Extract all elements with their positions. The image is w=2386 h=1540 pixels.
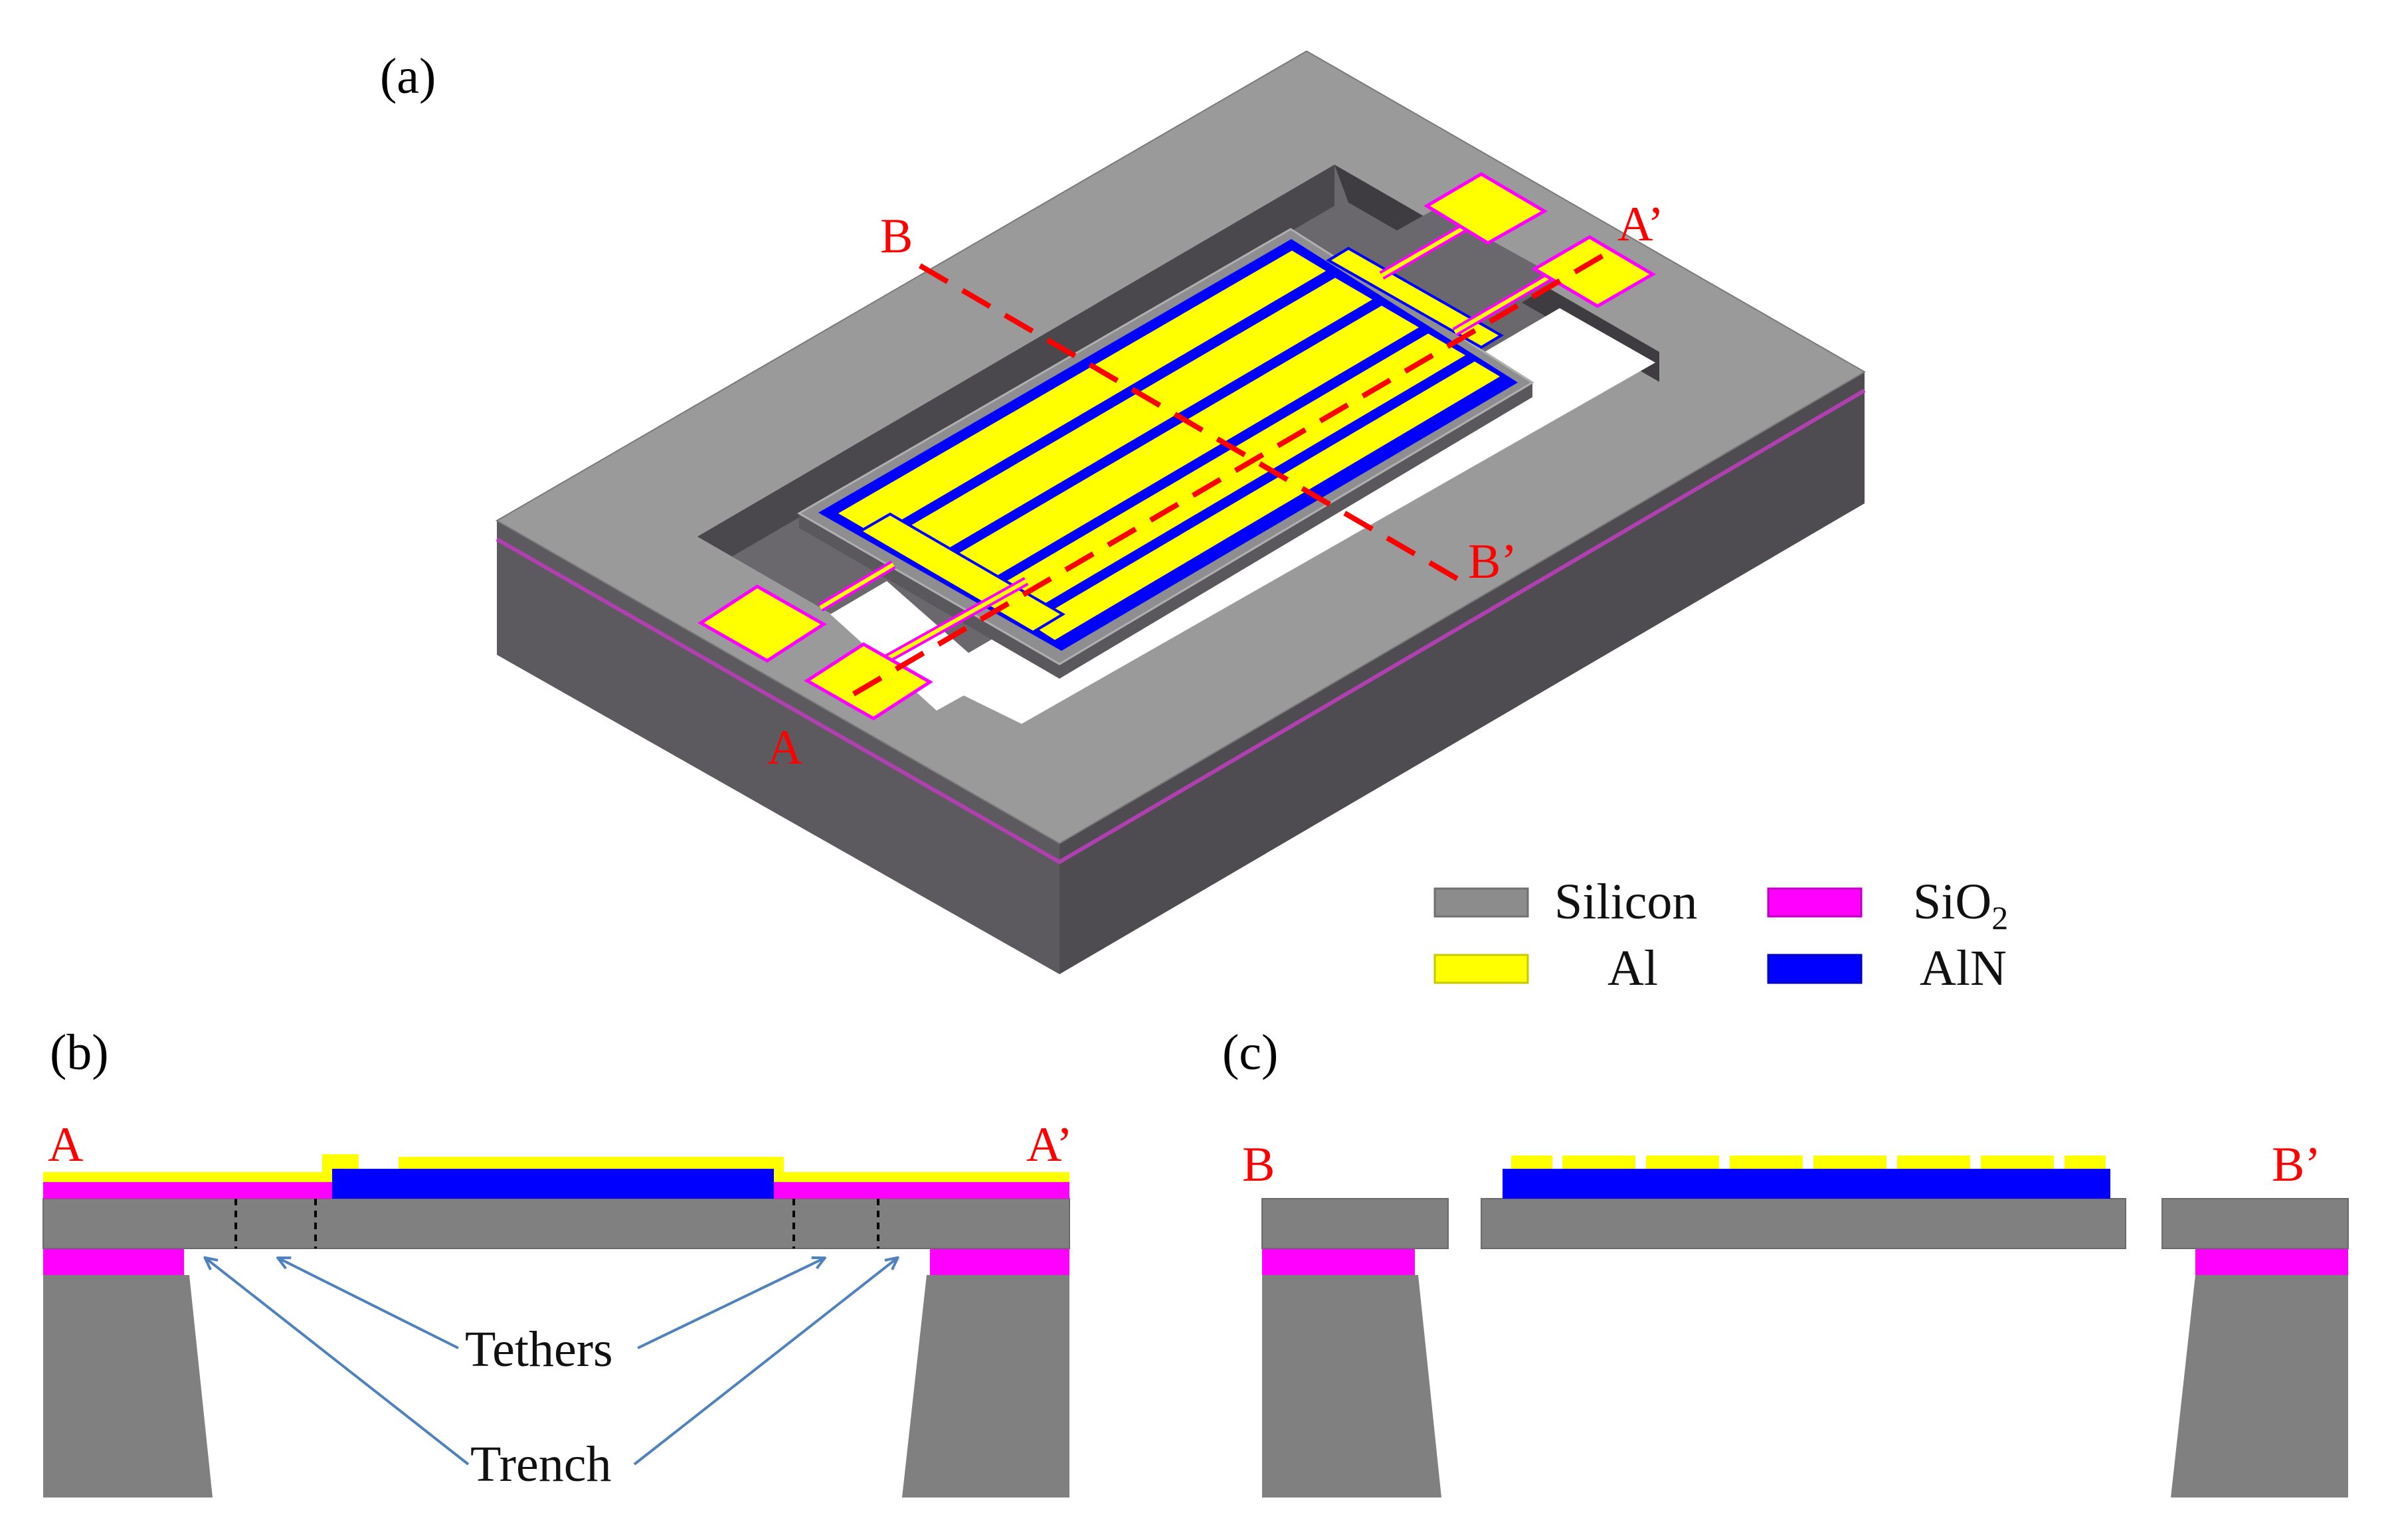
al-fingers-section-b <box>1511 1155 2106 1169</box>
cavity-wall-left <box>697 165 1334 556</box>
trench-annotation: Trench <box>470 1436 612 1492</box>
legend: Silicon SiO2 Al AlN <box>1433 874 2008 996</box>
handle-left <box>43 1275 213 1497</box>
handle-left-c <box>1262 1275 1441 1497</box>
panel-c-label: (c) <box>1222 1025 1278 1080</box>
legend-label-al: Al <box>1607 940 1658 996</box>
pad-bottom-left-2 <box>804 642 933 721</box>
section-label-a: A <box>767 721 802 775</box>
device-silicon-left-c <box>1261 1198 1449 1249</box>
box-sio2-left <box>43 1248 184 1275</box>
pad-top-right-2 <box>1531 235 1656 308</box>
al-bus-bars <box>858 246 1504 634</box>
box-sio2-right <box>930 1248 1069 1275</box>
panel-c-label-b: B <box>1242 1138 1275 1192</box>
panel-c-section-b: (c) B B’ <box>1222 1025 2349 1497</box>
top-sio2-right <box>774 1182 1069 1199</box>
panel-b-label-a-prime: A’ <box>1026 1118 1073 1172</box>
section-label-b: B <box>880 209 913 264</box>
tethers-annotation: Tethers <box>465 1322 613 1377</box>
trench-opening-upper-right <box>1382 209 1561 311</box>
pad-top-right-1 <box>1423 172 1548 245</box>
panel-b-label-a: A <box>48 1118 83 1172</box>
top-sio2-left <box>43 1182 332 1199</box>
panel-b-section-a: (b) A A’ Tethers <box>43 1025 1073 1497</box>
al-electrode-center <box>399 1157 784 1169</box>
box-sio2-right-c <box>2195 1248 2348 1275</box>
box-sio2-left-c <box>1262 1248 1415 1275</box>
legend-label-silicon: Silicon <box>1554 874 1697 930</box>
section-label-a-prime: A’ <box>1617 197 1664 252</box>
handle-right-c <box>2171 1275 2348 1497</box>
panel-a-label: (a) <box>380 48 436 104</box>
panel-a-3d-view: (a) A A’ B B’ <box>380 48 1866 974</box>
aln-film-section-a <box>332 1169 774 1199</box>
suspended-plate-c <box>1481 1198 2126 1249</box>
legend-label-sio2: SiO2 <box>1913 874 2008 936</box>
aln-film-section-b <box>1503 1169 2110 1199</box>
cut-line-b <box>918 263 1467 586</box>
device-silicon-layer <box>43 1198 1070 1249</box>
handle-right <box>902 1275 1069 1497</box>
legend-swatch-sio2 <box>1767 887 1863 918</box>
pad-bottom-left-1 <box>697 584 827 663</box>
legend-swatch-al <box>1433 954 1529 984</box>
frame-left-side <box>497 521 1059 974</box>
bond-pads <box>697 172 1656 721</box>
device-silicon-right-c <box>2161 1198 2349 1249</box>
panel-b-label: (b) <box>50 1025 109 1080</box>
sio2-side-stripe <box>496 388 1866 865</box>
legend-swatch-silicon <box>1433 887 1529 918</box>
legend-swatch-aln <box>1767 954 1863 984</box>
section-label-b-prime: B’ <box>1468 535 1517 589</box>
frame-right-side <box>1059 372 1865 974</box>
tether-dash-lines <box>234 1199 879 1248</box>
annotation-arrows <box>206 1258 897 1466</box>
panel-c-label-b-prime: B’ <box>2272 1138 2321 1192</box>
al-trace-right <box>774 1169 1069 1182</box>
legend-label-aln: AlN <box>1920 940 2007 996</box>
al-trace-left <box>43 1154 359 1182</box>
